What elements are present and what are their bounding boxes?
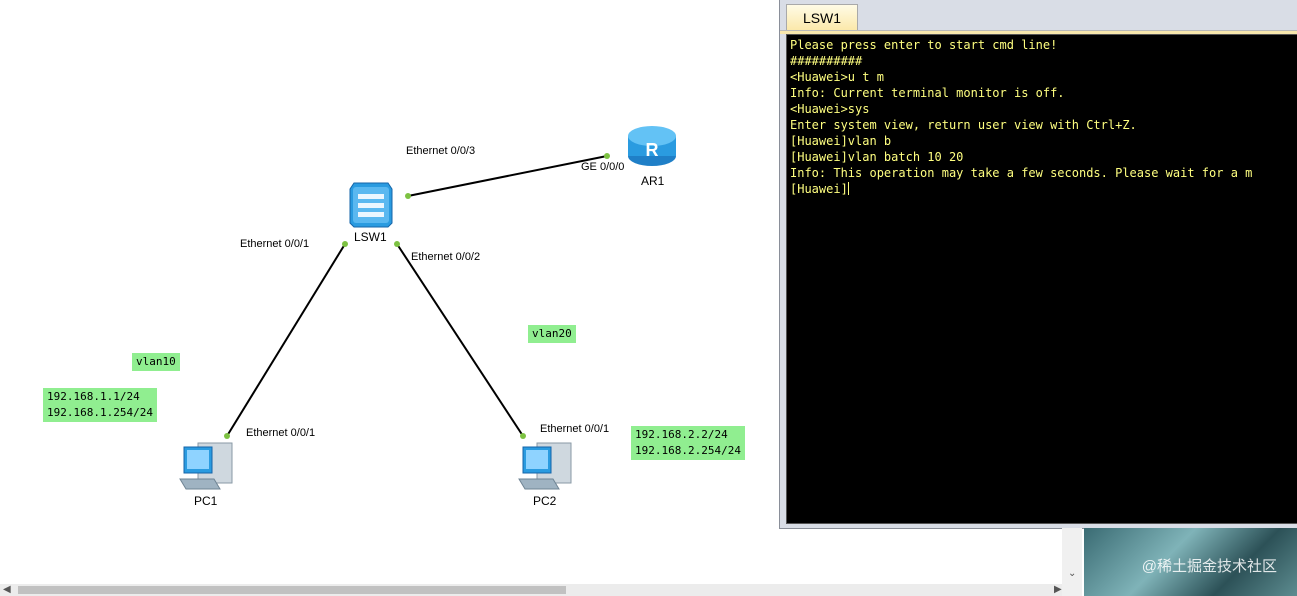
console-line: Info: Current terminal monitor is off. <box>790 86 1065 100</box>
port-dot <box>342 241 348 247</box>
chevron-left-icon[interactable]: ◀ <box>3 584 11 595</box>
port-label: Ethernet 0/0/3 <box>406 145 476 157</box>
svg-text:R: R <box>646 140 659 160</box>
port-label: Ethernet 0/0/1 <box>246 427 316 439</box>
device-label-pc1: PC1 <box>194 494 218 508</box>
chevron-right-icon[interactable]: ▶ <box>1054 584 1062 595</box>
console-line: <Huawei>u t m <box>790 70 884 84</box>
console-line: Info: This operation may take a few seco… <box>790 166 1253 180</box>
link-lsw1-pc2[interactable] <box>396 243 524 437</box>
console-line: Please press enter to start cmd line! <box>790 38 1058 52</box>
pc-icon[interactable] <box>179 442 233 490</box>
chevron-down-icon[interactable]: ⌄ <box>1068 568 1077 579</box>
vlan-note[interactable]: vlan10 <box>132 353 180 371</box>
console-output[interactable]: Please press enter to start cmd line! ##… <box>786 34 1297 524</box>
horizontal-scroll-thumb[interactable] <box>18 586 566 594</box>
desktop-wallpaper: @稀土掘金技术社区 <box>1084 528 1297 596</box>
port-label: Ethernet 0/0/1 <box>540 423 610 435</box>
device-label-lsw1: LSW1 <box>354 230 387 244</box>
pc-icon[interactable] <box>518 442 572 490</box>
vertical-scrollbar[interactable]: ⌄ <box>1062 528 1082 596</box>
port-dot <box>405 193 411 199</box>
console-prompt: [Huawei] <box>790 182 848 196</box>
tab-strip <box>780 30 1297 34</box>
console-line: ########## <box>790 54 863 68</box>
vlan-note[interactable]: vlan20 <box>528 325 576 343</box>
device-label-ar1: AR1 <box>641 174 665 188</box>
port-dot <box>394 241 400 247</box>
console-line: [Huawei]vlan b <box>790 134 892 148</box>
link-lsw1-ar1[interactable] <box>407 155 608 197</box>
link-lsw1-pc1[interactable] <box>226 243 346 437</box>
ip-note[interactable]: 192.168.2.2/24 192.168.2.254/24 <box>631 426 745 460</box>
port-dot <box>520 433 526 439</box>
tab-lsw1[interactable]: LSW1 <box>786 4 858 31</box>
port-label: GE 0/0/0 <box>581 161 625 173</box>
console-line: Enter system view, return user view with… <box>790 118 1137 132</box>
port-dot <box>604 153 610 159</box>
horizontal-scrollbar[interactable]: ◀ ▶ <box>0 584 1070 596</box>
terminal-window[interactable]: LSW1 Please press enter to start cmd lin… <box>779 0 1297 529</box>
switch-icon[interactable] <box>349 182 393 228</box>
console-line: <Huawei>sys <box>790 102 870 116</box>
console-line: [Huawei]vlan batch 10 20 <box>790 150 964 164</box>
router-icon[interactable]: R <box>628 126 676 166</box>
watermark: @稀土掘金技术社区 <box>1141 558 1277 575</box>
port-label: Ethernet 0/0/1 <box>240 238 310 250</box>
port-label: Ethernet 0/0/2 <box>411 251 481 263</box>
ip-note[interactable]: 192.168.1.1/24 192.168.1.254/24 <box>43 388 157 422</box>
console-prompt-line[interactable]: [Huawei] <box>790 181 1294 197</box>
port-dot <box>224 433 230 439</box>
text-cursor <box>847 182 849 195</box>
device-label-pc2: PC2 <box>533 494 557 508</box>
